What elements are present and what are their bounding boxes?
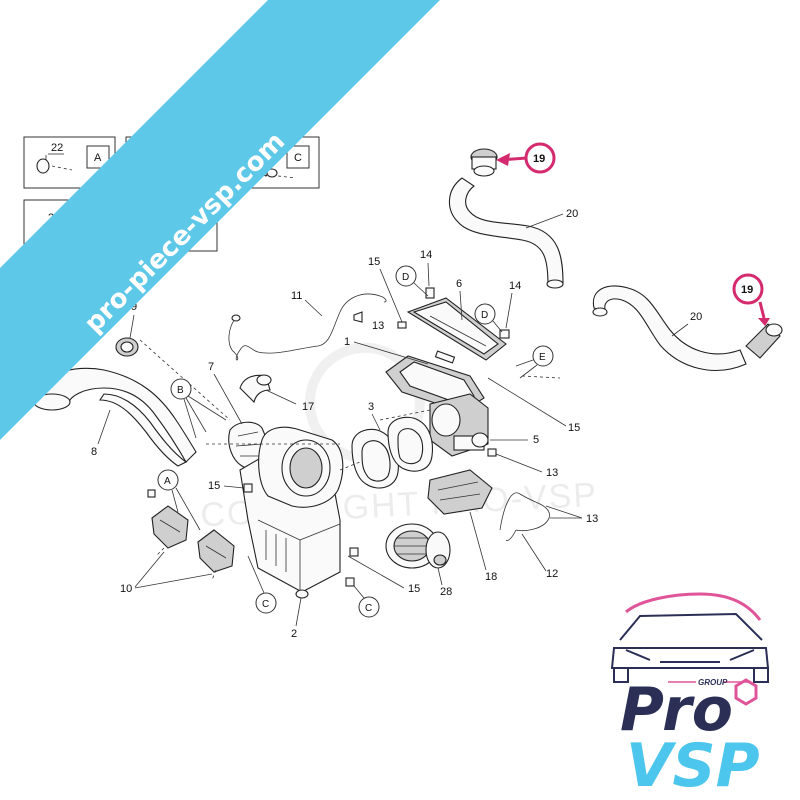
part-label-12: 12 — [546, 568, 558, 580]
legend-box-a: A 22 — [23, 136, 116, 189]
clip-14-right — [499, 329, 510, 339]
highlight-label: 19 — [533, 153, 545, 165]
circle-letter: D — [402, 272, 409, 283]
part-label-18: 18 — [485, 571, 497, 583]
part-5-assembly — [429, 393, 489, 457]
clip-14-left — [425, 287, 435, 299]
part-label-6: 6 — [456, 278, 462, 290]
part-label-14: 14 — [509, 280, 521, 292]
part-label-17: 17 — [302, 401, 314, 413]
part-label-7: 7 — [208, 361, 214, 373]
hose-fitting-19-right — [745, 323, 783, 359]
part-label-14: 14 — [420, 249, 432, 261]
circle-a: A — [157, 469, 201, 531]
callout-19-right: 19 — [732, 273, 770, 326]
hex-nut-icon — [734, 678, 758, 706]
part-3-frame-b — [387, 416, 434, 472]
circle-c-right: C — [353, 585, 380, 618]
part-28-blower — [385, 523, 451, 569]
part-label-9: 9 — [131, 301, 137, 313]
hose-8 — [33, 367, 197, 467]
logo-pro-text: Pro — [620, 675, 733, 745]
circle-letter: C — [365, 603, 372, 614]
highlight-label: 19 — [741, 284, 753, 296]
part-label-13: 13 — [372, 320, 384, 332]
screw-13-right — [487, 448, 497, 457]
clip-13-top — [353, 311, 363, 323]
part-3-frame-a — [351, 428, 399, 489]
hose-fitting-19-upper — [470, 148, 498, 177]
clip-15-lower-left — [243, 483, 253, 493]
part-label-1: 1 — [344, 336, 350, 348]
logo-vsp-text: VSP — [626, 731, 760, 800]
part-label-20: 20 — [690, 311, 702, 323]
circle-d-upper: D — [395, 265, 429, 297]
circle-letter: C — [262, 599, 269, 610]
part-17-elbow — [239, 374, 272, 404]
part-label-15: 15 — [368, 256, 380, 268]
clip-15-lower-right — [349, 547, 359, 557]
part-label-13: 13 — [586, 513, 598, 525]
part-9-ring — [115, 337, 139, 357]
circle-letter: D — [481, 310, 488, 321]
circle-letter: E — [539, 352, 546, 363]
part-label-3: 3 — [368, 401, 374, 413]
part-label-15: 15 — [208, 480, 220, 492]
wire-11 — [228, 293, 387, 361]
legend-letter: C — [294, 152, 302, 164]
part-18-resistor — [427, 469, 493, 515]
pro-vsp-logo: GROUP Pro VSP — [610, 592, 770, 800]
part-label-15: 15 — [408, 583, 420, 595]
callout-19-upper: 19 — [496, 142, 556, 174]
legend-letter: A — [94, 152, 102, 164]
clip-15-upper — [397, 321, 407, 329]
circle-d-lower: D — [474, 303, 503, 333]
hose-20-right — [592, 285, 747, 371]
main-housing — [239, 426, 344, 599]
part-label-20: 20 — [566, 208, 578, 220]
part-label-8: 8 — [91, 446, 97, 458]
circle-c-left: C — [247, 555, 277, 614]
part-label-10: 10 — [120, 583, 132, 595]
part-10-bracket-b — [197, 529, 235, 573]
part-label-15: 15 — [568, 422, 580, 434]
screw-c-right — [345, 577, 355, 587]
circle-b: B — [170, 378, 227, 439]
hose-20-upper — [448, 177, 564, 289]
logo-group-text: GROUP — [698, 678, 728, 687]
url-banner[interactable]: pro-piece-vsp.com — [0, 0, 440, 440]
legend-number: 22 — [51, 142, 63, 154]
screw-a — [147, 489, 156, 498]
part-label-2: 2 — [291, 628, 297, 640]
part-label-28: 28 — [440, 586, 452, 598]
part-label-13: 13 — [546, 467, 558, 479]
circle-letter: A — [164, 476, 171, 487]
wire-12 — [499, 492, 550, 541]
part-label-11: 11 — [291, 290, 302, 302]
part-10-bracket-a — [151, 505, 189, 549]
car-outline-icon — [610, 592, 770, 683]
part-label-5: 5 — [533, 434, 539, 446]
circle-e: E — [515, 345, 554, 379]
circle-letter: B — [177, 385, 184, 396]
part-6-cover — [406, 297, 507, 361]
